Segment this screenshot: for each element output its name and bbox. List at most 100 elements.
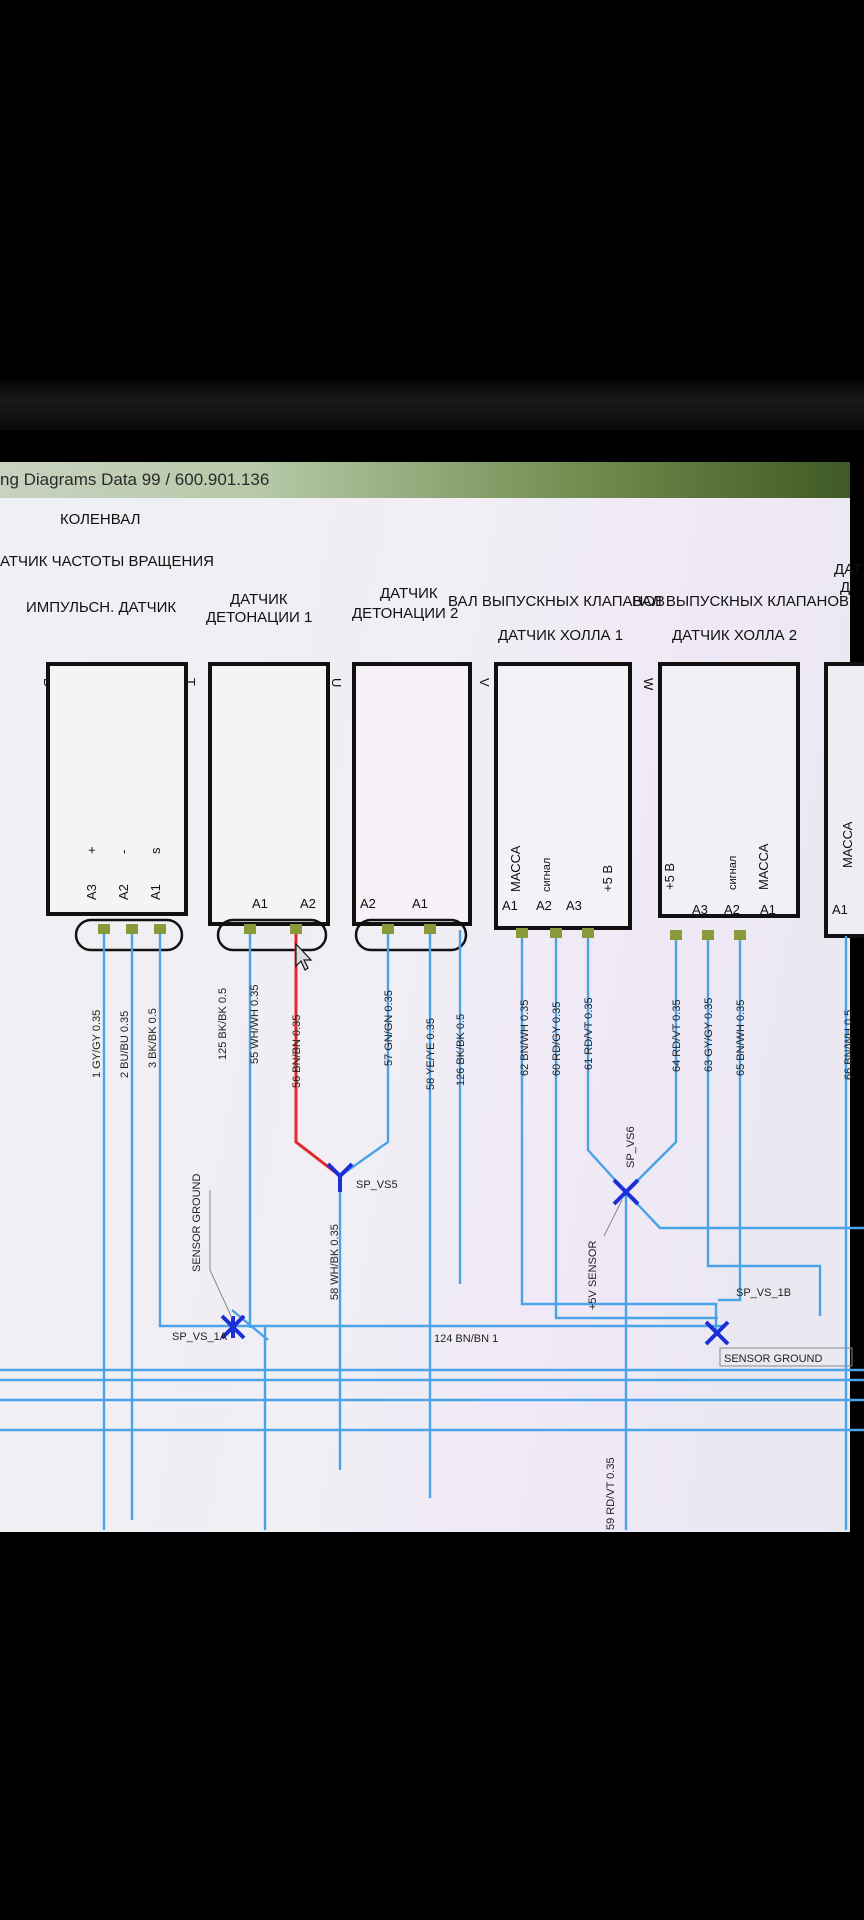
component-w[interactable]: A3 A2 A1 +5 В сигнал МАССА [658,662,800,918]
code-w: W [641,678,656,691]
label-wire-124: 124 BN/BN 1 [434,1333,498,1345]
pin-t-a2: A2 [300,896,316,911]
splice-vs1b[interactable] [704,1320,730,1346]
splices [220,1162,730,1346]
heading-crankshaft: КОЛЕНВАЛ [60,511,140,528]
func-b-s: s [148,847,163,854]
label-wire-59: 59 RD/VT 0.35 [605,1457,617,1530]
func-v-plus5: +5 В [600,865,615,892]
wire-labels: 1 GY/GY 0.35 2 BU/BU 0.35 3 BK/BK 0.5 12… [91,985,855,1530]
label-wire-64: 64 RD/VT 0.35 [671,999,683,1072]
mouse-cursor-icon [295,942,313,971]
splice-vs6[interactable] [612,1178,640,1206]
splice-label-vs1a: SP_VS_1A [172,1331,228,1343]
pin-v-a2: A2 [536,898,552,913]
wire-55[interactable] [231,1309,269,1530]
pin-w-a1: A1 [760,902,776,917]
annotation-plus5v-sensor: +5V SENSOR [587,1241,599,1310]
splice-vs1a[interactable] [220,1314,246,1340]
box-t[interactable] [208,662,330,926]
func-v-mass: МАССА [508,845,523,892]
wire-62[interactable] [520,930,718,1330]
heading-right-partial-2: Д [840,579,850,596]
title-hall-sensor-1: ДАТЧИК ХОЛЛА 1 [498,627,623,644]
wire-horizontal-2 [0,1378,864,1432]
code-v: V [477,678,492,687]
splice-label-vs6: SP_VS6 [625,1126,637,1168]
title-hall-sensor-2: ДАТЧИК ХОЛЛА 2 [672,627,797,644]
label-wire-3: 3 BK/BK 0.5 [147,1008,159,1068]
leader-plus5v [603,1199,623,1237]
pin-w-a3: A3 [692,902,708,917]
window-titlebar[interactable] [0,462,850,498]
leader-sensor-ground-left [209,1190,233,1319]
wire-57[interactable] [338,930,390,1470]
wire-5v[interactable] [625,1191,864,1230]
label-wire-56: 56 BN/BN 0.35 [291,1015,303,1088]
box-w[interactable] [658,662,800,918]
annotation-sensor-ground-left: SENSOR GROUND [191,1174,203,1272]
label-wire-60: 60 RD/GY 0.35 [551,1002,563,1076]
label-wire-62: 62 BN/WH 0.35 [519,1000,531,1076]
annotation-box-sensor-ground [719,1347,853,1367]
title-knock-sensor-1-line2: ДЕТОНАЦИИ 1 [206,609,312,626]
func-w-plus5: +5 В [662,863,677,890]
label-wire-61: 61 RD/VT 0.35 [583,997,595,1070]
pin-v-a1: A1 [502,898,518,913]
pin-t-a1: A1 [252,896,268,911]
wire-56[interactable] [294,930,341,1178]
box-b[interactable] [46,662,188,916]
title-knock-sensor-2-line2: ДЕТОНАЦИИ 2 [352,605,458,622]
label-wire-1: 1 GY/GY 0.35 [91,1010,103,1078]
pin-ai-a1: A1 [832,902,848,917]
func-w-signal: сигнал [727,856,739,890]
label-wire-63: 63 GY/GY 0.35 [703,998,715,1072]
label-wire-2: 2 BU/BU 0.35 [119,1011,131,1078]
component-u[interactable]: A2 A1 [352,662,472,926]
func-ai-mass: МАССА [840,821,855,868]
shield-b [74,918,184,952]
label-wire-65: 65 BN/WH 0.35 [735,1000,747,1076]
pin-w-a2: A2 [724,902,740,917]
code-u: U [329,678,344,687]
box-u[interactable] [352,662,472,926]
func-w-mass: МАССА [756,843,771,890]
annotation-sensor-ground-right: SENSOR GROUND [724,1353,822,1365]
box-v[interactable] [494,662,632,930]
func-b-minus: - [116,850,131,854]
wire-63[interactable] [706,930,822,1316]
box-ai[interactable] [824,662,864,938]
heading-speed-sensor: АТЧИК ЧАСТОТЫ ВРАЩЕНИЯ [0,553,214,570]
shield-t [216,918,328,952]
wires [0,930,864,1530]
label-wire-125: 125 BK/BK 0.5 [217,988,229,1060]
label-wire-57: 57 GN/GN 0.35 [383,990,395,1066]
wire-horizontal-1 [0,1368,864,1402]
func-v-signal: сигнал [541,858,553,892]
label-wire-58: 58 YE/YE 0.35 [425,1018,437,1090]
title-exhaust-cam-1: ВАЛ ВЫПУСКНЫХ КЛАПАНОВ [448,593,665,610]
pin-b-a3: A3 [84,884,99,900]
window-title: ng Diagrams Data 99 / 600.901.136 [0,470,270,489]
func-b-plus: + [84,846,99,854]
title-knock-sensor-1-line1: ДАТЧИК [230,591,288,608]
splice-vs5[interactable] [326,1162,354,1192]
component-t[interactable]: A1 A2 [208,662,330,926]
wire-3[interactable] [158,930,230,1328]
label-wire-126: 126 BK/BK 0.5 [455,1014,467,1086]
component-b[interactable]: A3 A2 A1 + - s [46,662,188,916]
pin-terminals [98,924,746,940]
splice-label-vs1b: SP_VS_1B [736,1287,791,1299]
component-ai[interactable]: A1 МАССА [824,662,864,938]
wire-60[interactable] [554,930,718,1320]
pin-u-a1: A1 [412,896,428,911]
pin-b-a2: A2 [116,884,131,900]
heading-right-partial: ДАТ [834,561,862,578]
label-wire-55: 55 WH/WH 0.35 [249,985,261,1064]
wire-65[interactable] [718,930,742,1302]
title-exhaust-cam-2: ВАЛ ВЫПУСКНЫХ КЛАПАНОВ [632,593,849,610]
code-t: T [183,678,198,686]
component-v[interactable]: A1 A2 A3 МАССА сигнал +5 В [494,662,632,930]
label-wire-66: 66 BN/WH 0.5 [843,1010,855,1080]
